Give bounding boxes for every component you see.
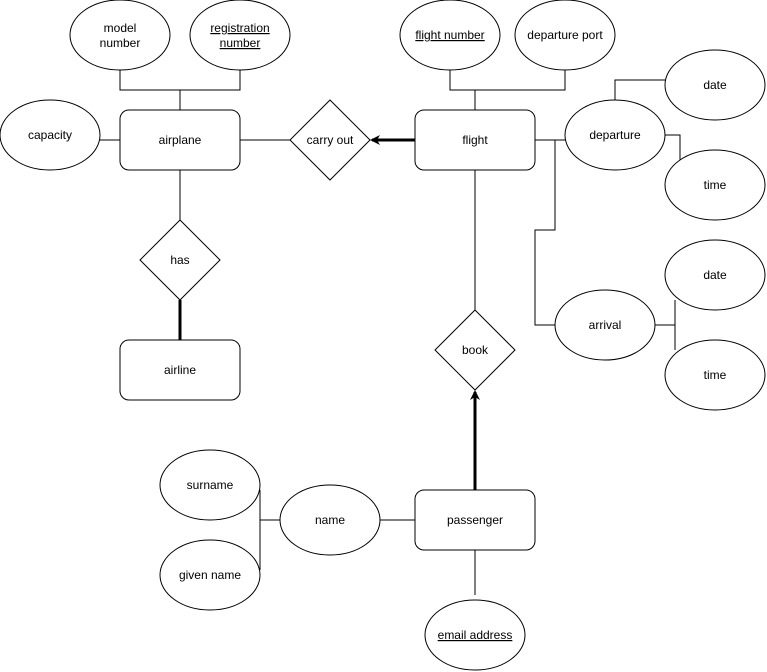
attribute-surname-label: surname [187,478,234,492]
attribute-surname[interactable]: surname [159,449,261,521]
attribute-registration-number[interactable]: registration number [189,0,291,71]
attribute-given-name[interactable]: given name [159,539,261,611]
attribute-arrival[interactable]: arrival [554,289,656,361]
participation-lines [178,135,480,490]
attribute-arrival-label: arrival [589,318,622,332]
entity-passenger[interactable]: passenger [414,489,536,551]
attribute-departure-label: departure [589,128,641,142]
attribute-registration-number-line1: registration [210,21,269,35]
entity-passenger-label: passenger [447,513,503,527]
entity-airline[interactable]: airline [119,339,241,401]
relationship-book-label: book [462,343,489,357]
attribute-departure-time[interactable]: time [664,149,766,221]
attribute-arrival-time-label: time [704,368,727,382]
attribute-capacity[interactable]: capacity [0,99,101,171]
relationship-has-label: has [170,253,189,267]
line-departure-port [475,70,566,91]
attribute-registration-number-line2: number [220,36,261,50]
line-departure-time [665,134,681,160]
relationship-has[interactable]: has [139,219,221,301]
attribute-flight-number[interactable]: flight number [399,0,501,71]
attribute-departure-time-label: time [704,178,727,192]
line-departure-date [614,79,665,100]
attribute-model-number-line2: number [100,36,141,50]
attribute-arrival-date-label: date [703,268,727,282]
entity-flight[interactable]: flight [414,109,536,171]
attribute-model-number[interactable]: model number [69,0,171,71]
attribute-given-name-label: given name [179,568,241,582]
attribute-departure[interactable]: departure [564,99,666,171]
entity-airplane-label: airplane [159,133,202,147]
attribute-name-label: name [315,513,345,527]
attribute-flight-number-label: flight number [415,28,484,42]
attribute-arrival-time[interactable]: time [664,339,766,411]
attribute-departure-date-label: date [703,78,727,92]
line-flight-number [449,70,476,110]
line-registration-number [180,70,241,91]
attribute-model-number-line1: model [104,21,137,35]
attribute-email-address-label: email address [438,628,513,642]
line-arrival-date [655,300,676,326]
attribute-capacity-label: capacity [28,128,72,142]
attribute-arrival-date[interactable]: date [664,239,766,311]
entity-airline-label: airline [164,363,196,377]
entity-airplane[interactable]: airplane [119,109,241,171]
relationship-book[interactable]: book [434,309,516,391]
line-name-surname [259,490,280,521]
relationship-carry-out[interactable]: carry out [289,99,371,181]
attribute-departure-port[interactable]: departure port [514,0,616,71]
attribute-departure-date[interactable]: date [664,49,766,121]
connector-lines [100,70,681,595]
line-flight-arrival [534,140,556,326]
attribute-name[interactable]: name [279,484,381,556]
entity-flight-label: flight [462,133,488,147]
line-model-number [119,70,181,110]
attribute-email-address[interactable]: email address [424,599,526,671]
relationship-carry-out-label: carry out [307,133,354,147]
attribute-departure-port-label: departure port [527,28,603,42]
